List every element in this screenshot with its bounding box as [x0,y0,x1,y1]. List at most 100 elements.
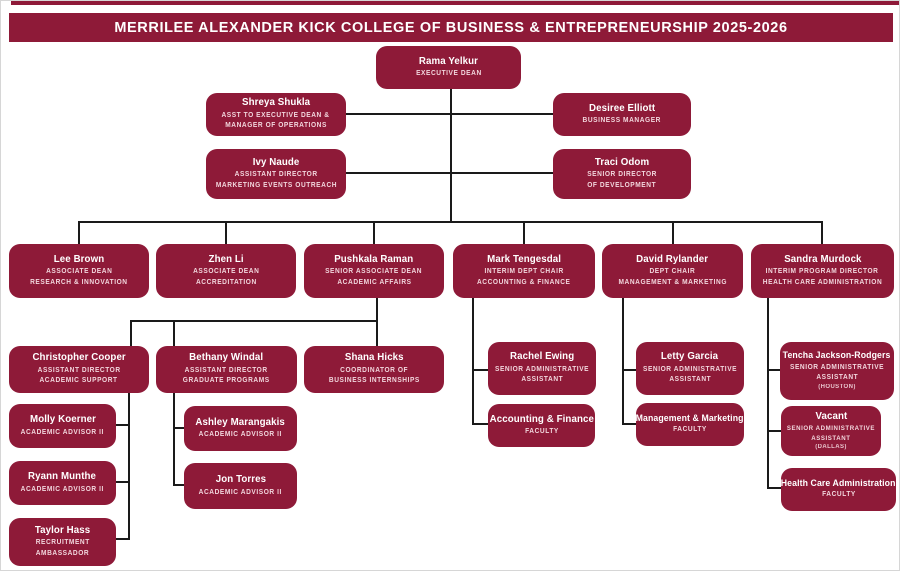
person-role: ASSISTANT [816,374,858,382]
connector-stub-molly [115,424,130,426]
connector-stub-taylor [115,538,130,540]
person-role: DEPT CHAIR [649,268,696,276]
person-role: ASSISTANT DIRECTOR [184,366,269,374]
connector-stub-vacant [767,430,782,432]
person-role: GRADUATE PROGRAMS [183,377,270,385]
person-role: ASSISTANT DIRECTOR [37,366,121,374]
connector-bethany-descender [173,393,175,486]
person-role: MARKETING EVENTS OUTREACH [215,181,337,189]
person-location-note: (DALLAS) [815,443,847,450]
org-node-tencha-jackson-rodgers: Tencha Jackson-Rodgers SENIOR ADMINISTRA… [780,342,894,400]
person-role: COORDINATOR OF [340,366,408,374]
org-node-pushkala-raman: Pushkala Raman SENIOR ASSOCIATE DEAN ACA… [304,244,444,298]
connector-drop-bethany [173,320,175,347]
org-node-management-marketing-faculty: Management & Marketing FACULTY [636,403,744,446]
connector-drop-sandra [821,221,823,245]
org-node-letty-garcia: Letty Garcia SENIOR ADMINISTRATIVE ASSIS… [636,342,744,395]
org-node-ryann-munthe: Ryann Munthe ACADEMIC ADVISOR II [9,461,116,505]
person-role: MANAGER OF OPERATIONS [225,122,327,130]
connector-stub-hca [767,487,782,489]
person-name: Taylor Hass [34,524,91,536]
org-node-molly-koerner: Molly Koerner ACADEMIC ADVISOR II [9,404,116,448]
connector-stub-ashley [173,427,185,429]
connector-sandra-descender [767,298,769,489]
org-node-bethany-windal: Bethany Windal ASSISTANT DIRECTOR GRADUA… [156,346,297,393]
person-role: AMBASSADOR [35,549,90,557]
person-role: OF DEVELOPMENT [587,181,657,189]
person-role: BUSINESS INTERNSHIPS [328,377,420,385]
connector-drop-christopher [130,320,132,347]
org-node-ivy-naude: Ivy Naude ASSISTANT DIRECTOR MARKETING E… [206,149,346,199]
person-name: Rama Yelkur [418,55,479,67]
person-role: INTERIM PROGRAM DIRECTOR [766,268,879,276]
person-role: BUSINESS MANAGER [582,117,662,124]
connector-drop-lee [78,221,80,245]
person-name: Zhen Li [208,253,244,265]
person-name: Desiree Elliott [588,102,656,114]
person-role: ACADEMIC ADVISOR II [198,488,283,496]
org-node-sandra-murdock: Sandra Murdock INTERIM PROGRAM DIRECTOR … [751,244,894,298]
person-role: INTERIM DEPT CHAIR [484,268,564,276]
org-node-health-care-administration-faculty: Health Care Administration FACULTY [781,468,896,511]
connector-christopher-descender [128,393,130,540]
person-role: ASSISTANT [669,376,711,384]
person-role: ACADEMIC SUPPORT [39,377,119,385]
org-node-shreya-shukla: Shreya Shukla ASST TO EXECUTIVE DEAN & M… [206,93,346,136]
person-name: Letty Garcia [661,351,719,363]
person-name: Molly Koerner [29,414,96,425]
connector-drop-david [672,221,674,245]
person-role: SENIOR ADMINISTRATIVE [789,363,885,371]
connector-stub-letty [622,369,637,371]
person-name: Lee Brown [53,253,105,265]
org-node-accounting-finance-faculty: Accounting & Finance FACULTY [488,404,595,447]
person-name: Ivy Naude [252,156,300,168]
person-location-note: (HOUSTON) [818,383,856,390]
person-name: Sandra Murdock [783,253,862,265]
connector-stub-rachel [472,369,489,371]
group-role: FACULTY [524,428,559,435]
person-name: Rachel Ewing [509,351,575,363]
person-role: ASSISTANT [811,434,851,442]
person-role: SENIOR DIRECTOR [587,171,657,179]
person-name: Bethany Windal [189,352,264,364]
person-name: Christopher Cooper [32,352,126,364]
person-name: Pushkala Raman [334,253,414,265]
person-name: Mark Tengesdal [487,253,561,265]
connector-drop-zhen [225,221,227,245]
org-node-shana-hicks: Shana Hicks COORDINATOR OF BUSINESS INTE… [304,346,444,393]
person-role: HEALTH CARE ADMINISTRATION [762,278,883,286]
connector-stub-jon [173,484,185,486]
person-role: ASSOCIATE DEAN [192,268,260,276]
connector-pushkala-stem [376,298,378,347]
person-role: ASSISTANT DIRECTOR [234,171,318,179]
org-node-desiree-elliott: Desiree Elliott BUSINESS MANAGER [553,93,691,136]
org-node-vacant: Vacant SENIOR ADMINISTRATIVE ASSISTANT (… [781,406,881,456]
connector-david-descender [622,298,624,425]
group-name: Management & Marketing [636,413,744,424]
person-role: ACADEMIC AFFAIRS [336,278,412,286]
group-role: FACULTY [673,426,707,434]
person-name: Shreya Shukla [241,97,311,109]
connector-stub-tencha [767,369,781,371]
person-name: Jon Torres [215,474,266,485]
person-name: Shana Hicks [344,352,404,364]
person-name: Ashley Marangakis [195,416,286,428]
person-role: SENIOR ASSOCIATE DEAN [325,268,423,276]
org-node-traci-odom: Traci Odom SENIOR DIRECTOR OF DEVELOPMEN… [553,149,691,199]
connector-stub-mgmtmkt [622,423,637,425]
person-role: SENIOR ADMINISTRATIVE [494,365,590,373]
connector-pushkala-branch [130,320,378,322]
person-role: ACADEMIC ADVISOR II [198,431,283,438]
person-role: ASSISTANT [521,376,563,384]
org-node-lee-brown: Lee Brown ASSOCIATE DEAN RESEARCH & INNO… [9,244,149,298]
person-role: SENIOR ADMINISTRATIVE [786,425,876,433]
person-name: Ryann Munthe [28,471,97,482]
org-node-rama-yelkur: Rama Yelkur EXECUTIVE DEAN [376,46,521,89]
connector-trunk [450,87,452,223]
connector-drop-mark [523,221,525,245]
person-name: Vacant [815,410,847,422]
org-node-taylor-hass: Taylor Hass RECRUITMENT AMBASSADOR [9,518,116,566]
org-node-jon-torres: Jon Torres ACADEMIC ADVISOR II [184,463,297,509]
person-role: MANAGEMENT & MARKETING [618,278,727,286]
